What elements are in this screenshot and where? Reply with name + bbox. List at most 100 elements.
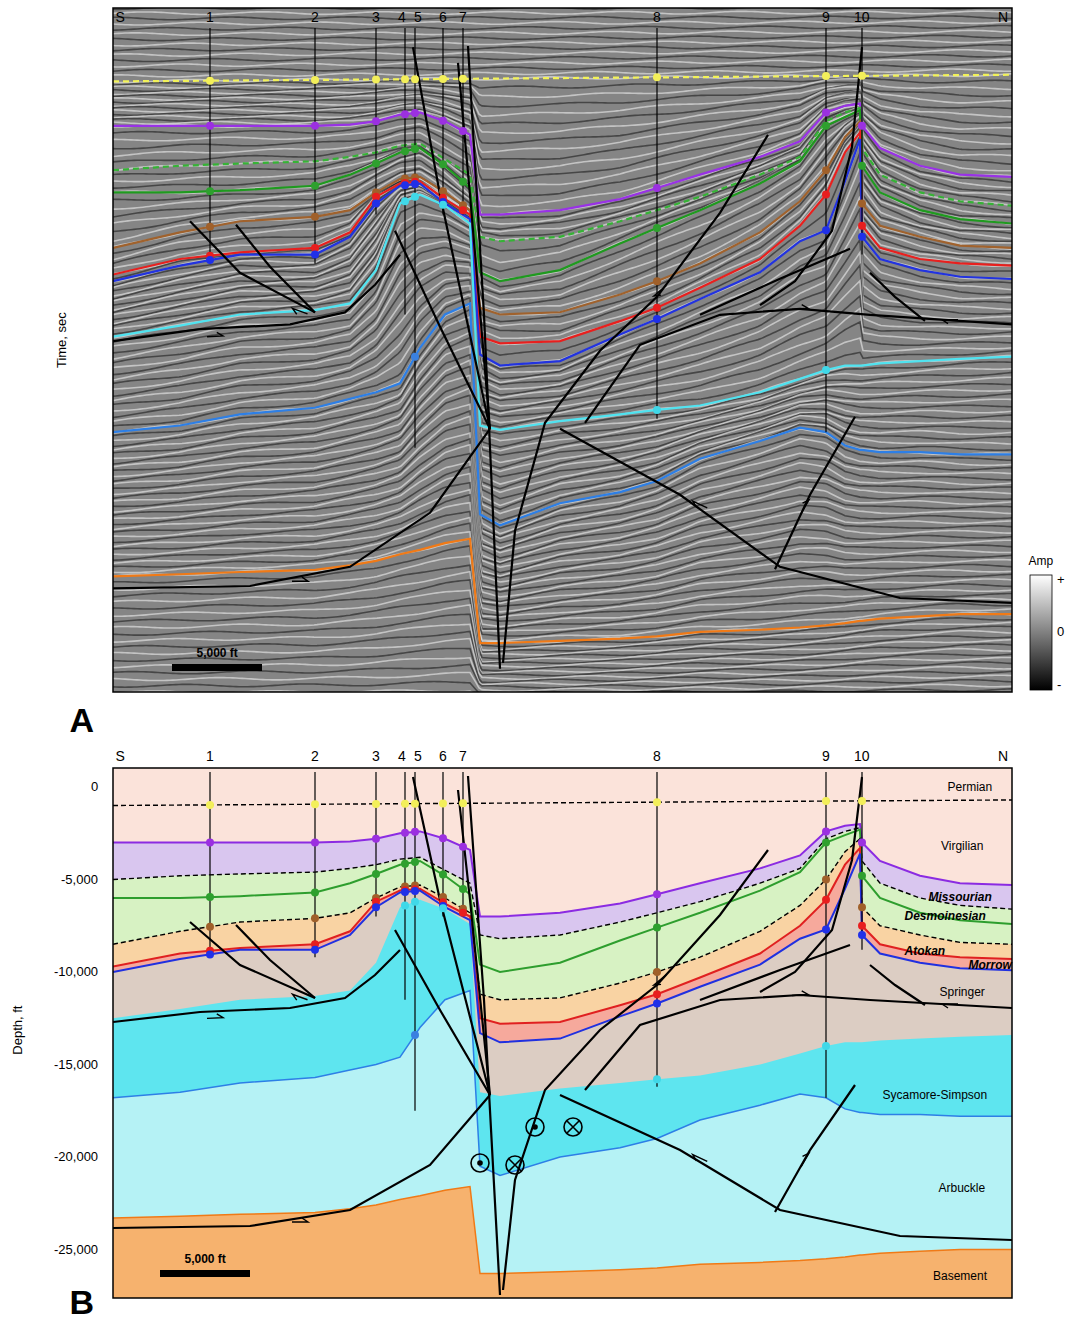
horizon-pick <box>411 887 419 895</box>
horizon-line <box>113 539 1012 643</box>
horizon-pick <box>858 931 866 939</box>
horizon-pick <box>459 843 467 851</box>
horizon-pick <box>401 888 409 896</box>
reflector <box>113 411 1012 578</box>
well-number: 1 <box>206 10 214 25</box>
fault-line <box>585 995 1012 1090</box>
horizon-pick <box>439 160 447 168</box>
well-number: 8 <box>653 10 661 25</box>
horizon-pick <box>822 1042 830 1050</box>
panel-border <box>113 8 1012 692</box>
fault-line <box>236 925 315 998</box>
fault-line <box>870 965 925 1005</box>
fault-line <box>113 255 400 341</box>
well-number: 5 <box>414 10 422 25</box>
fault-line <box>503 135 768 663</box>
compass-label: S <box>116 10 125 25</box>
horizon-line <box>113 132 1012 343</box>
horizon-pick <box>653 184 661 192</box>
formation-label: Permian <box>948 781 993 794</box>
reflector <box>113 388 1012 567</box>
horizon-pick <box>653 990 661 998</box>
well-number: 1 <box>206 749 214 764</box>
reflector <box>113 433 1012 590</box>
symbol-ring <box>506 1156 524 1174</box>
axis-title: Depth, ft <box>11 1006 25 1055</box>
horizon-pick <box>206 223 214 231</box>
fault-line <box>413 777 490 1095</box>
formation-fill <box>113 824 1012 1298</box>
horizon-pick <box>653 968 661 976</box>
well-line <box>656 28 657 419</box>
formation-label: Sycamore-Simpson <box>883 1089 988 1102</box>
horizon-pick <box>459 799 467 807</box>
horizon-pick <box>311 122 319 130</box>
well-number: 6 <box>439 749 447 764</box>
fault-line <box>775 417 855 569</box>
faults <box>113 776 1012 1295</box>
horizon-pick <box>372 200 380 208</box>
reflector <box>113 682 1012 692</box>
horizon-pick <box>822 839 830 847</box>
horizon-pick <box>653 406 661 414</box>
well-number: 6 <box>439 10 447 25</box>
horizon-line <box>113 848 1012 1024</box>
well-number: 4 <box>398 10 406 25</box>
reflector <box>113 383 1012 564</box>
horizon-pick <box>311 839 319 847</box>
reflector <box>113 16 1012 20</box>
well-line <box>861 28 862 255</box>
slip-arrow <box>291 994 307 1003</box>
slip-arrow <box>798 498 809 514</box>
slip-arrow <box>691 1155 707 1165</box>
horizon-pick <box>822 226 830 234</box>
horizon-pick <box>653 798 661 806</box>
horizon-pick <box>858 839 866 847</box>
reflector <box>113 286 1012 506</box>
well-number: 9 <box>822 749 830 764</box>
reflector <box>113 346 1012 548</box>
horizon-pick <box>372 835 380 843</box>
formation-label: Virgilian <box>941 840 983 853</box>
well-number: 4 <box>398 749 406 764</box>
formation-label: Atokan <box>905 945 946 958</box>
fault-line <box>113 429 490 589</box>
horizon-line <box>113 104 1012 215</box>
horizon-pick <box>206 893 214 901</box>
slip-arrow <box>942 320 958 324</box>
reflector <box>113 639 1012 680</box>
horizon-pick <box>858 162 866 170</box>
horizon-pick <box>858 72 866 80</box>
fault-line <box>190 221 315 312</box>
horizon-pick <box>411 353 419 361</box>
horizon-pick <box>411 109 419 117</box>
slip-arrow <box>942 1004 958 1008</box>
horizon-pick <box>311 76 319 84</box>
horizon-pick <box>858 872 866 880</box>
horizon-pick <box>311 946 319 954</box>
axis-title: Time, sec <box>55 312 69 368</box>
horizon-pick <box>401 181 409 189</box>
seismic-ground <box>113 8 1012 692</box>
depth-panel <box>113 768 1012 1298</box>
well-number: 8 <box>653 749 661 764</box>
depth-tick: -10,000 <box>54 965 98 979</box>
reflector <box>113 45 1012 51</box>
well-line <box>462 28 463 215</box>
compass-label: S <box>116 749 125 764</box>
fault-line <box>560 1095 1012 1240</box>
formation-label: Arbuckle <box>939 1182 986 1195</box>
formation-label: Springer <box>940 986 985 999</box>
scale-bar <box>160 1270 250 1277</box>
symbol-dot <box>532 1124 538 1130</box>
fault-line <box>775 1085 855 1212</box>
horizon-line <box>113 854 1012 1043</box>
horizon-pick <box>411 800 419 808</box>
horizon-pick <box>311 251 319 259</box>
slip-arrow <box>292 577 308 581</box>
fault-line <box>190 922 315 998</box>
scale-label: 5,000 ft <box>197 647 238 660</box>
horizon-pick <box>459 885 467 893</box>
reflector <box>113 35 1012 40</box>
